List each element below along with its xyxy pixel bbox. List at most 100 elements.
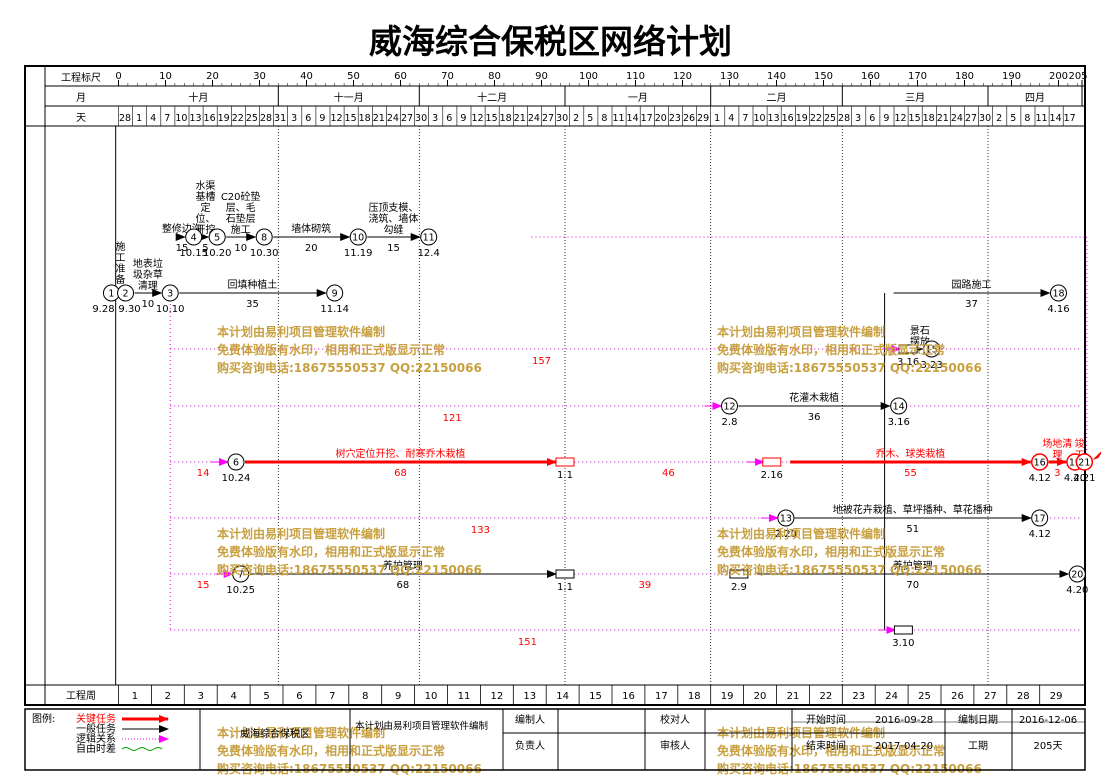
activity-label: 景石 xyxy=(910,325,930,337)
node-date: 4.20 xyxy=(1066,585,1088,596)
watermark-line: 购买咨询电话:18675550537 QQ:22150066 xyxy=(217,562,482,577)
activity-duration: 10 xyxy=(234,243,247,254)
node-date: 9.30 xyxy=(118,304,140,315)
activity-duration: 10 xyxy=(142,299,155,310)
week-cell: 8 xyxy=(362,691,368,702)
float-label: 39 xyxy=(639,580,652,591)
frame xyxy=(24,65,1086,706)
scale-tick-label: 160 xyxy=(861,71,880,82)
node-circle xyxy=(923,340,941,358)
activity-label: 地表垃 xyxy=(133,257,163,270)
week-cell: 13 xyxy=(523,691,536,702)
day-cell: 7 xyxy=(164,113,170,124)
footer-compile-label: 编制日期 xyxy=(958,713,998,726)
activity-box xyxy=(555,457,575,467)
day-cell: 15 xyxy=(909,113,921,124)
day-cell: 24 xyxy=(387,113,399,124)
day-cell: 21 xyxy=(937,113,949,124)
scale-tick-label: 70 xyxy=(441,71,454,82)
float-label: 133 xyxy=(471,525,490,536)
day-cell: 18 xyxy=(923,113,935,124)
node-circle xyxy=(890,397,908,415)
footer-table xyxy=(24,708,1086,771)
activity-label: 压顶支模、 xyxy=(368,202,418,214)
node-number: 8 xyxy=(261,233,267,244)
legend-label: 图例: xyxy=(32,712,55,725)
activity-duration: 3 xyxy=(1054,468,1060,479)
activity-label: 清理 xyxy=(138,279,158,292)
node-number: 6 xyxy=(233,458,239,469)
activity-duration: 15 xyxy=(176,243,189,254)
node-date: 2.8 xyxy=(722,417,738,428)
node-number: 11 xyxy=(423,233,435,244)
activity-label: 树穴定位开挖、耐寒乔木栽植 xyxy=(336,447,466,460)
scale-tick-label: 50 xyxy=(347,71,360,82)
day-cell: 5 xyxy=(587,113,593,124)
week-cell: 11 xyxy=(458,691,471,702)
month-label: 月 xyxy=(76,92,86,104)
node-circle xyxy=(1075,453,1094,471)
day-cell: 19 xyxy=(796,113,808,124)
node-circle xyxy=(1050,284,1067,302)
node-circle xyxy=(349,228,367,246)
activity-label: 水渠 xyxy=(195,180,215,192)
node-date: 2.20 xyxy=(775,529,797,540)
day-cell: 10 xyxy=(175,113,187,124)
node-number: 4 xyxy=(191,233,197,244)
node-date: 10.15 xyxy=(179,248,208,259)
month-cell: 二月 xyxy=(767,92,787,104)
footer-software: 本计划由易利项目管理软件编制 xyxy=(355,720,488,732)
activity-label: 基槽 xyxy=(195,190,215,203)
week-cell: 22 xyxy=(819,691,832,702)
week-cell: 24 xyxy=(885,691,898,702)
node-number: 19 xyxy=(1069,458,1081,469)
day-cell: 27 xyxy=(542,113,554,124)
activity-duration: 70 xyxy=(906,580,919,591)
legend-item-label: 逻辑关系 xyxy=(76,732,116,745)
node-circle xyxy=(117,284,135,302)
scale-tick-label: 90 xyxy=(535,71,548,82)
week-cell: 20 xyxy=(754,691,767,702)
day-cell: 9 xyxy=(319,113,325,124)
activity-label: 乔木、球类栽植 xyxy=(875,447,945,460)
day-cell: 8 xyxy=(1024,113,1030,124)
month-cell: 十二月 xyxy=(477,91,507,104)
day-cell: 3 xyxy=(291,113,297,124)
node-date: 9.28 xyxy=(92,304,114,315)
node-number: 21 xyxy=(1078,458,1090,469)
watermark-line: 本计划由易利项目管理软件编制 xyxy=(217,526,385,541)
activity-label: 场地清 xyxy=(1042,437,1072,450)
day-cell: 3 xyxy=(855,113,861,124)
watermark-line: 购买咨询电话:18675550537 QQ:22150066 xyxy=(217,761,482,776)
day-cell: 1 xyxy=(714,113,720,124)
day-cell: 5 xyxy=(1010,113,1016,124)
footer-project: 威海综合保税区 xyxy=(240,727,310,740)
day-cell: 28 xyxy=(119,113,131,124)
activity-label-char: 准 xyxy=(116,263,126,275)
activity-label: C20砼垫 xyxy=(221,190,261,203)
activity-label: 竣 xyxy=(1075,437,1085,450)
day-cell: 6 xyxy=(446,113,452,124)
week-cell: 3 xyxy=(198,691,204,702)
activity-label: 位、 xyxy=(195,212,215,225)
scale-tick-label: 140 xyxy=(767,71,786,82)
week-cell: 27 xyxy=(984,691,997,702)
day-cell: 12 xyxy=(894,113,906,124)
day-cell: 3 xyxy=(432,113,438,124)
activity-box xyxy=(729,569,749,579)
month-cell: 四月 xyxy=(1025,92,1045,104)
watermark-line: 购买咨询电话:18675550537 QQ:22150066 xyxy=(717,562,982,577)
footer-duration-label: 工期 xyxy=(968,740,988,752)
activity-label: 施工 xyxy=(231,223,251,236)
finish-flag-icon xyxy=(1092,451,1101,460)
day-cell: 20 xyxy=(655,113,667,124)
day-cell: 28 xyxy=(838,113,850,124)
scale-tick-label: 60 xyxy=(394,71,407,82)
scale-tick-label: 30 xyxy=(253,71,266,82)
scale-tick-label: 150 xyxy=(814,71,833,82)
day-cell: 18 xyxy=(500,113,512,124)
week-cell: 12 xyxy=(490,691,503,702)
chart-title: 威海综合保税区网络计划 xyxy=(369,22,732,61)
float-label: 121 xyxy=(443,413,462,424)
footer-reviewed-label: 审核人 xyxy=(660,739,690,752)
